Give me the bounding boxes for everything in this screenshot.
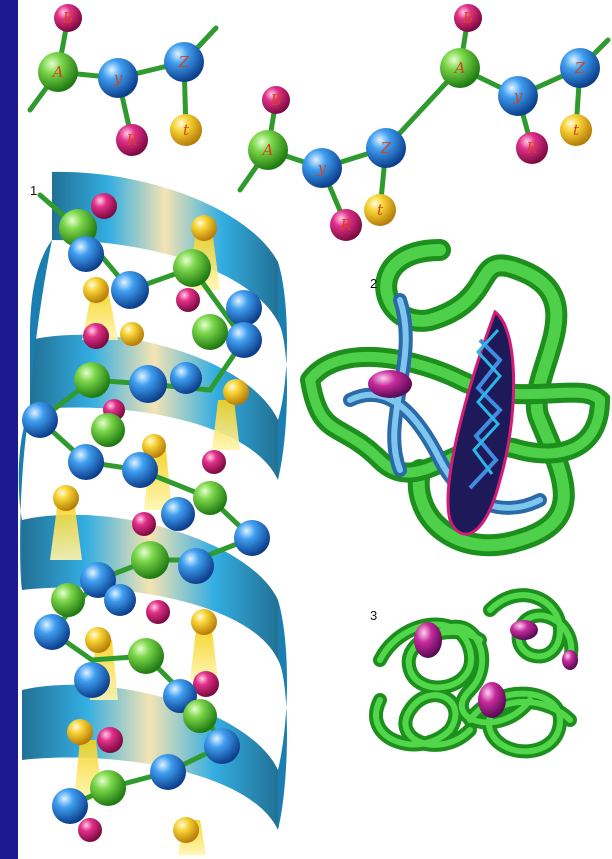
letter-y: y <box>513 87 523 105</box>
atom-b <box>54 4 82 32</box>
letter-r: R <box>525 139 537 157</box>
chain-top-left: B A y R Z t <box>27 4 219 156</box>
letter-z: Z <box>178 53 190 71</box>
letter-a: A <box>261 141 274 159</box>
atom-y <box>98 58 138 98</box>
letter-y: y <box>113 69 123 87</box>
letter-b: B <box>61 9 73 27</box>
atom-t <box>170 114 202 146</box>
letter-t: t <box>377 201 384 219</box>
letter-a: A <box>453 59 466 77</box>
atom-a <box>38 52 78 92</box>
letter-r: R <box>339 216 351 234</box>
letter-y: y <box>317 159 327 177</box>
atom-z <box>164 42 204 82</box>
chain-top-right: B A y R Z t B A y R Z t <box>237 4 611 241</box>
letter-z: Z <box>380 139 392 157</box>
letter-b: B <box>269 91 281 109</box>
label-tertiary: 2 <box>370 276 377 291</box>
letter-z: Z <box>574 59 586 77</box>
alpha-helix <box>18 171 287 855</box>
letter-b: B <box>461 9 473 27</box>
letter-a: A <box>51 63 64 81</box>
label-helix: 1 <box>30 183 37 198</box>
label-quaternary: 3 <box>370 608 377 623</box>
letter-t: t <box>573 121 580 139</box>
letter-t: t <box>183 121 190 139</box>
letter-r: R <box>125 131 137 149</box>
tertiary-structure <box>300 239 611 557</box>
atom-r <box>116 124 148 156</box>
quaternary-structure <box>369 588 579 759</box>
